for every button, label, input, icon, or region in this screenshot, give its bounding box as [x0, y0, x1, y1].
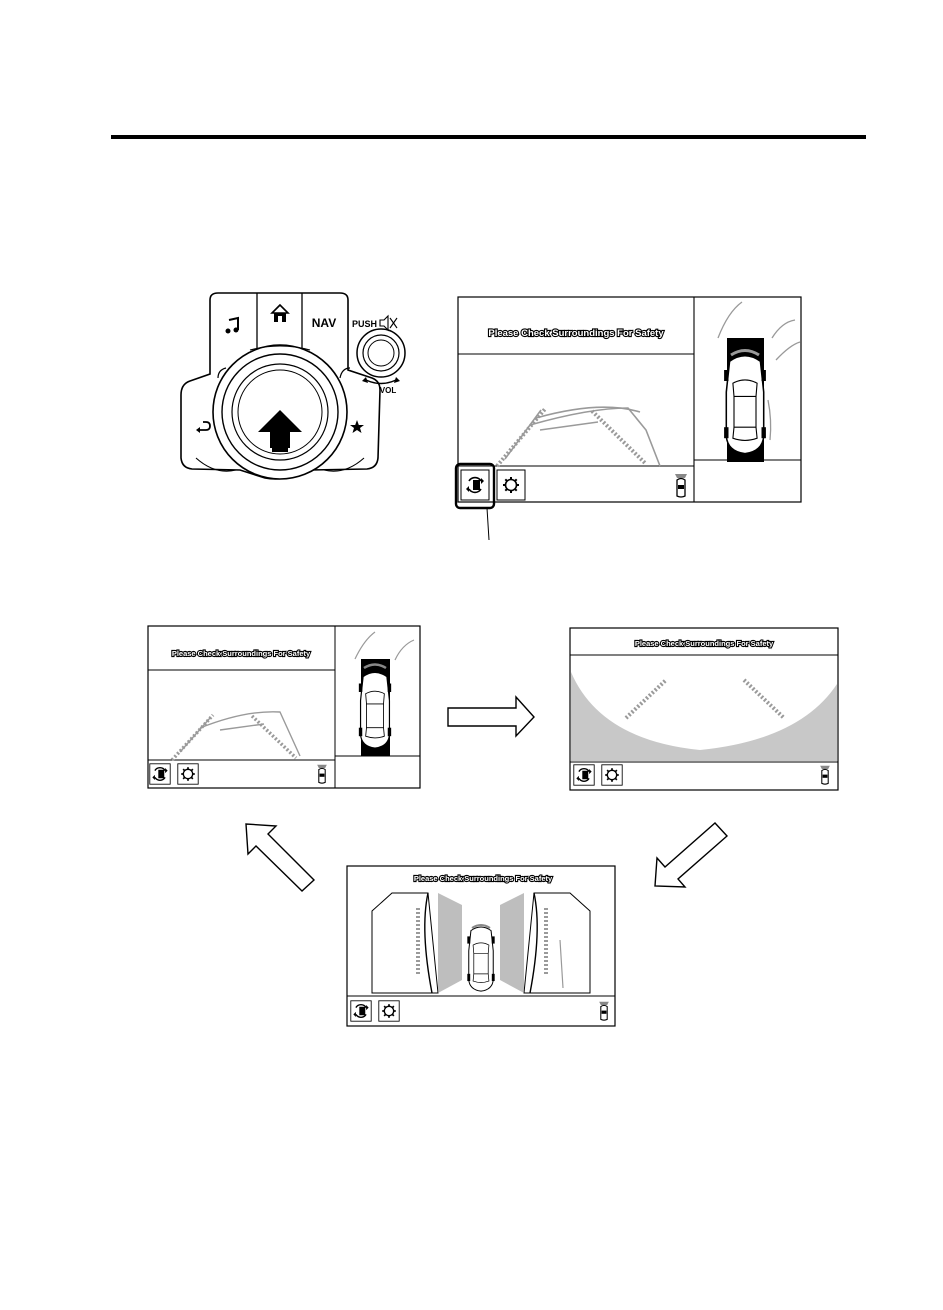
up-left-flow-arrow-main: [245, 823, 316, 892]
mute-icon: [379, 314, 398, 332]
side-view-screen: [346, 865, 616, 1027]
rear-top-view-screen: [147, 625, 421, 789]
wide-rear-view-banner: Please Check Surroundings For Safety: [635, 639, 774, 648]
music-note-icon[interactable]: [225, 316, 239, 334]
header-rule: [111, 135, 866, 139]
vol-label: VOL: [380, 386, 397, 395]
down-left-flow-arrow: [654, 822, 729, 888]
star-icon[interactable]: [350, 420, 364, 433]
home-icon[interactable]: [270, 303, 290, 322]
side-view-banner: Please Check Surroundings For Safety: [414, 874, 553, 883]
wide-rear-view-screen: [569, 627, 839, 791]
callout-line: [486, 507, 490, 541]
main-monitor-screen: [457, 296, 802, 503]
push-label: PUSH: [352, 319, 377, 329]
sensor-car-icon: [674, 473, 688, 498]
settings-button[interactable]: [496, 469, 526, 501]
commander-control: [180, 292, 406, 480]
main-screen-banner: Please Check Surroundings For Safety: [488, 328, 664, 339]
back-arrow-icon[interactable]: [196, 421, 211, 433]
view-switch-button[interactable]: [454, 462, 496, 510]
nav-button-label[interactable]: NAV: [312, 316, 336, 330]
rear-top-view-banner: Please Check Surroundings For Safety: [172, 649, 311, 658]
up-arrow-icon: [258, 410, 302, 448]
right-flow-arrow: [447, 695, 535, 738]
